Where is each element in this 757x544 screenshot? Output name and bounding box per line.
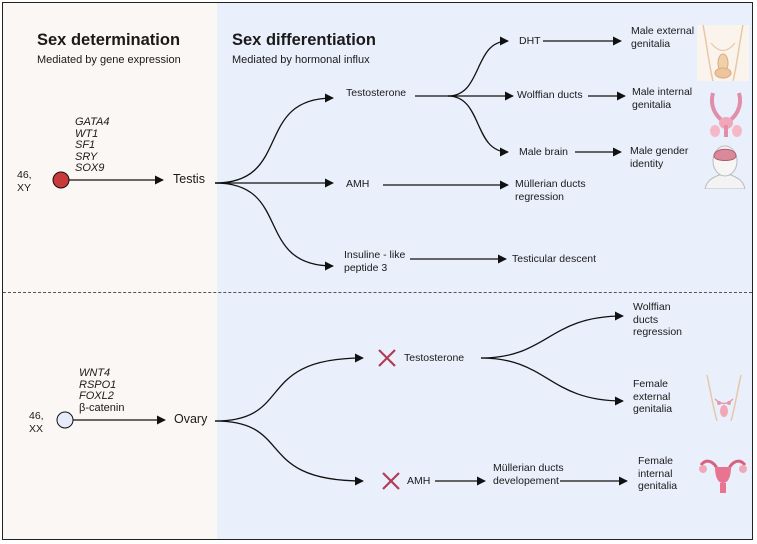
sex-differentiation-panel [217,3,752,539]
arrow-ovary-to-testosterone [214,353,364,422]
gene-sox9: SOX9 [75,162,105,174]
gene-beta-catenin: β-catenin [79,401,125,414]
sex-differentiation-subtitle: Mediated by hormonal influx [232,54,370,66]
wolffian-ducts-label: Wolffian ducts [517,89,583,101]
gene-wt1: WT1 [75,127,99,140]
karyotype-xx: 46,XX [29,410,44,435]
arrow-testosterone-to-brain [447,95,509,157]
male-brain-head-icon [704,145,746,189]
gene-rspo1: RSPO1 [79,378,117,391]
female-internal-anatomy-icon [699,459,747,493]
cross-amh-icon [382,472,400,490]
female-testosterone-label: Testosterone [404,352,465,364]
sex-determination-subtitle: Mediated by gene expression [37,54,181,66]
xy-node [52,171,70,189]
female-amh-label: AMH [407,475,431,487]
sex-determination-panel [3,3,217,539]
arrow-testis-to-testosterone [214,93,334,184]
male-female-divider [3,292,752,293]
testosterone-label: Testosterone [346,87,407,99]
gene-sf1: SF1 [75,139,96,151]
ovary-label: Ovary [174,412,208,426]
xx-node [56,411,74,429]
arrow-testosterone-to-female-external [480,357,624,406]
pathway-arrows [52,36,628,490]
arrow-ovary-to-amh [214,420,364,486]
arrow-testis-to-insl3 [214,182,334,271]
male-external-anatomy-icon [697,25,749,81]
male-brain-label: Male brain [519,146,569,158]
testicular-descent-label: Testicular descent [512,253,597,265]
cross-testosterone-icon [378,349,396,367]
gene-foxl2: FOXL2 [79,390,114,402]
male-gene-list: GATA4 WT1 SF1 SRY SOX9 [75,116,110,175]
gene-wnt4: WNT4 [79,367,111,379]
dht-label: DHT [519,35,541,47]
male-internal-anatomy-icon [710,92,742,137]
karyotype-xy: 46,XY [17,169,32,194]
gene-gata4: GATA4 [75,116,110,128]
amh-label: AMH [346,178,370,190]
sex-differentiation-title: Sex differentiation [232,31,376,49]
arrow-testosterone-to-dht [415,36,509,97]
sex-determination-title: Sex determination [37,31,181,49]
arrow-testosterone-to-wolffian-regression [480,311,624,359]
testis-label: Testis [173,172,205,186]
gene-sry: SRY [75,150,98,163]
female-external-anatomy-icon [706,375,742,421]
female-gene-list: WNT4 RSPO1 FOXL2 β-catenin [79,367,125,414]
